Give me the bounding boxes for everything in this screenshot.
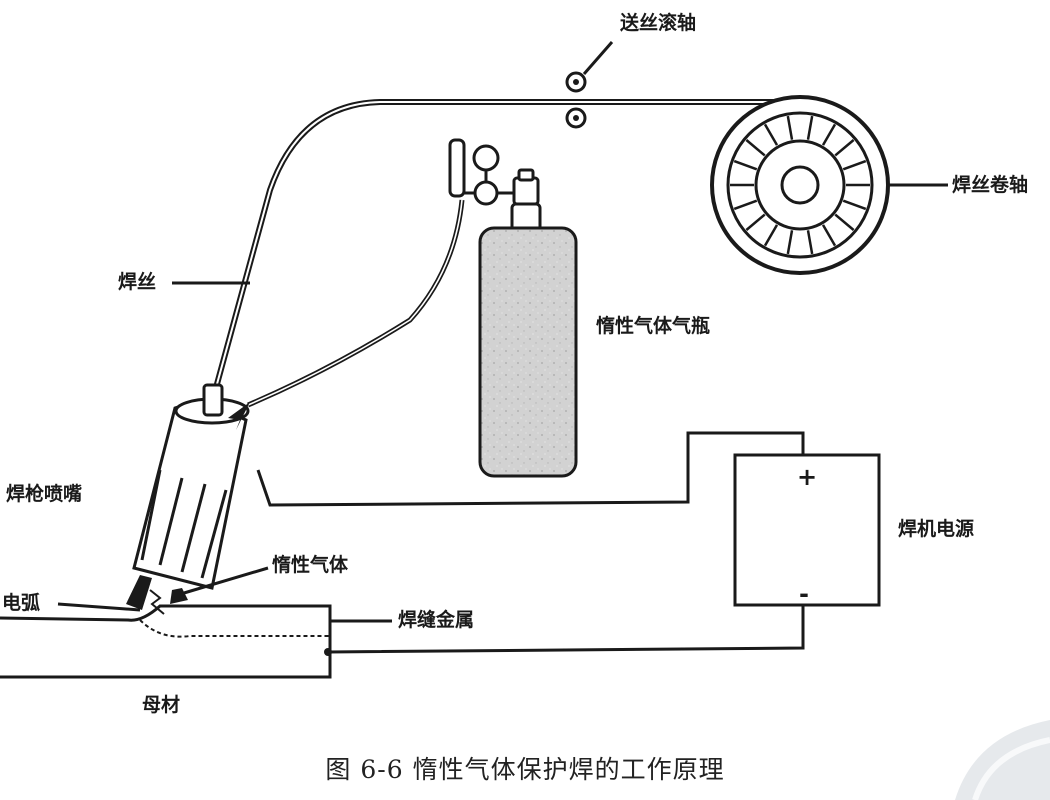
ground-cable xyxy=(327,605,805,654)
spool-spoke xyxy=(745,139,766,157)
spool-spoke xyxy=(786,230,794,255)
wire-spool-label: 焊丝卷轴 xyxy=(952,174,1029,196)
arc-leader xyxy=(57,602,141,612)
positive-terminal: + xyxy=(797,463,818,491)
spool-spoke xyxy=(745,213,766,231)
arc-label: 电弧 xyxy=(2,592,41,614)
gas-regulator xyxy=(448,138,542,234)
arc xyxy=(149,589,165,615)
spool-spoke xyxy=(733,199,758,211)
power-source xyxy=(733,453,881,607)
weld-metal-label: 焊缝金属 xyxy=(398,609,475,631)
gas-cylinder xyxy=(478,226,578,478)
spool-spoke xyxy=(834,213,855,231)
torch-nozzle-label: 焊枪喷嘴 xyxy=(6,483,83,505)
gas-exit-arrow xyxy=(126,575,152,610)
negative-terminal: - xyxy=(799,580,809,608)
torch-power-cable xyxy=(256,431,805,507)
gas-cylinder-label: 惰性气体气瓶 xyxy=(596,315,711,337)
spool-spoke xyxy=(806,115,814,140)
feed-roller xyxy=(565,71,587,129)
figure-caption: 图 6-6 惰性气体保护焊的工作原理 xyxy=(325,755,725,784)
wire-spool xyxy=(710,95,890,275)
torch-nozzle xyxy=(132,383,250,590)
wire-label: 焊丝 xyxy=(118,271,157,293)
spool-spoke xyxy=(842,159,867,171)
feed-roller-leader xyxy=(582,41,614,75)
base-metal-label: 母材 xyxy=(142,694,181,716)
spool-spoke xyxy=(834,139,855,157)
spool-spoke xyxy=(763,224,779,247)
inert-gas-leader xyxy=(183,566,269,595)
feed-roller-label: 送丝滚轴 xyxy=(620,12,697,34)
spool-spoke xyxy=(821,224,837,247)
welding-wire-inner xyxy=(213,101,800,396)
gas-hose xyxy=(247,199,465,408)
base-metal xyxy=(0,604,332,679)
inert-gas-label: 惰性气体 xyxy=(272,554,349,576)
spool-spoke xyxy=(806,230,814,255)
power-source-label: 焊机电源 xyxy=(898,518,975,540)
spool-spoke xyxy=(821,123,837,146)
spool-spoke xyxy=(786,115,794,140)
gas-inlet-arrow xyxy=(228,402,250,430)
spool-spoke xyxy=(733,159,758,171)
spool-spoke xyxy=(763,123,779,146)
spool-spoke xyxy=(842,199,867,211)
